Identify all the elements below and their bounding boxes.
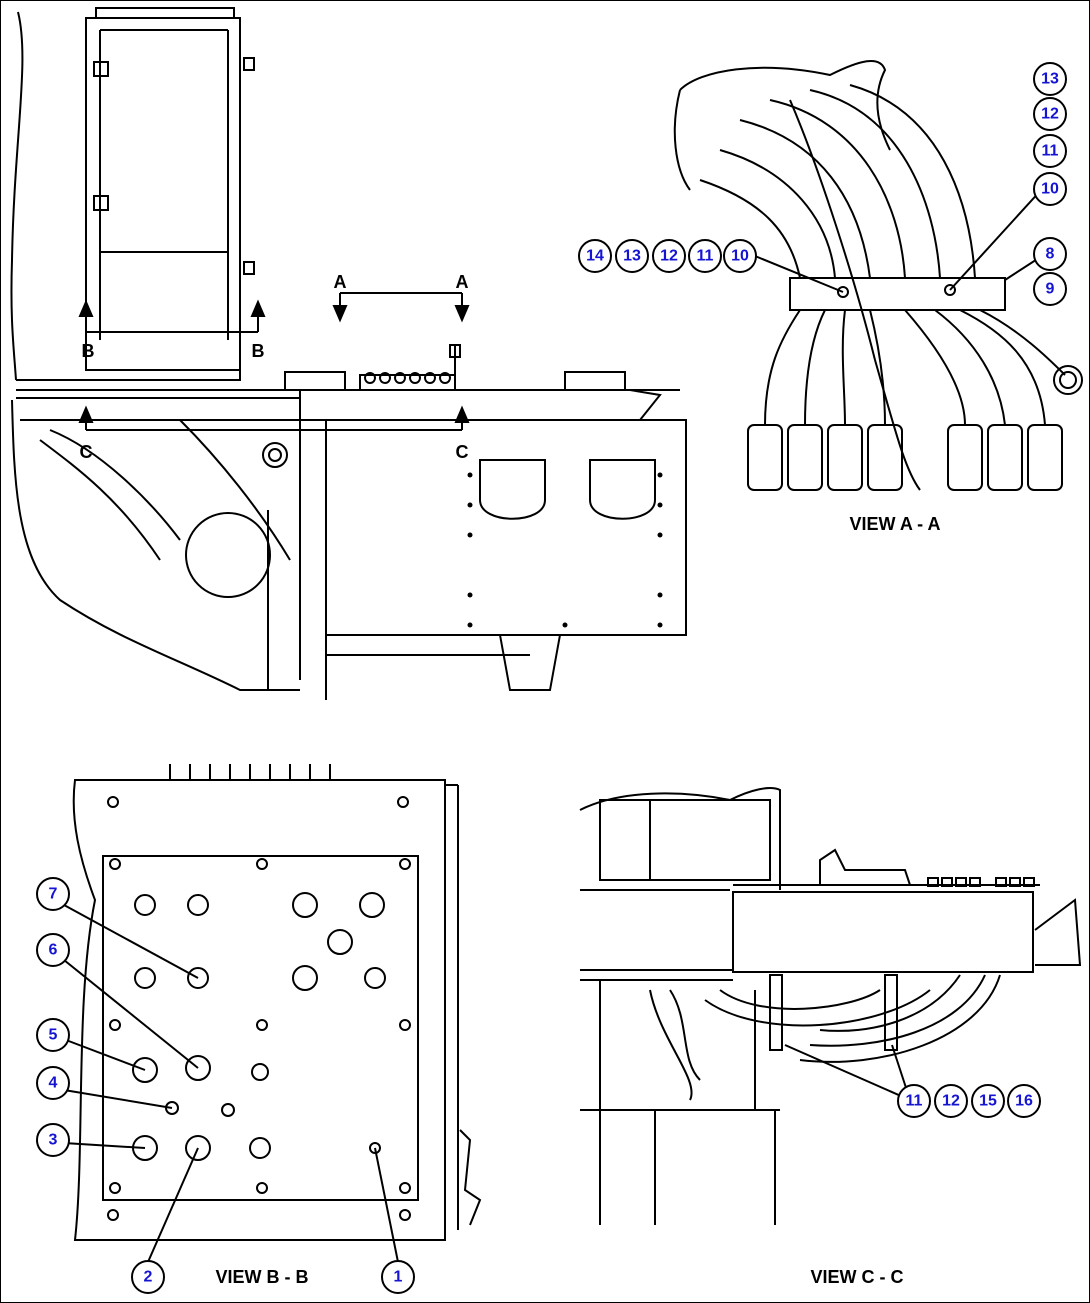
callout-15[interactable]: 15 [971, 1084, 1005, 1118]
view-cc [579, 787, 1082, 1225]
section-c-left-label: C [80, 442, 93, 462]
callout-14[interactable]: 14 [578, 239, 612, 273]
svg-text:4: 4 [49, 1075, 58, 1092]
callout-10[interactable]: 10 [723, 239, 757, 273]
svg-text:12: 12 [660, 248, 678, 265]
callout-6[interactable]: 6 [36, 933, 70, 967]
svg-text:5: 5 [49, 1027, 58, 1044]
svg-text:3: 3 [49, 1132, 58, 1149]
callout-13[interactable]: 13 [1033, 62, 1067, 96]
callout-2[interactable]: 2 [131, 1260, 165, 1294]
callout-5[interactable]: 5 [36, 1018, 70, 1052]
callout-13[interactable]: 13 [615, 239, 649, 273]
callout-11[interactable]: 11 [897, 1084, 931, 1118]
callout-1[interactable]: 1 [381, 1260, 415, 1294]
view-aa [673, 59, 1083, 491]
svg-text:11: 11 [906, 1093, 923, 1110]
section-a-left-label: A [334, 272, 347, 292]
svg-text:11: 11 [697, 248, 714, 265]
svg-text:6: 6 [49, 942, 58, 959]
view-cc-title: VIEW C - C [811, 1267, 904, 1287]
callout-8[interactable]: 8 [1033, 237, 1067, 271]
svg-text:11: 11 [1042, 143, 1059, 160]
callout-3[interactable]: 3 [36, 1123, 70, 1157]
callout-11[interactable]: 11 [1033, 134, 1067, 168]
callout-16[interactable]: 16 [1007, 1084, 1041, 1118]
svg-text:16: 16 [1015, 1093, 1033, 1110]
svg-text:7: 7 [49, 886, 58, 903]
callout-12[interactable]: 12 [934, 1084, 968, 1118]
svg-text:12: 12 [942, 1093, 960, 1110]
svg-text:13: 13 [623, 248, 641, 265]
svg-text:9: 9 [1046, 281, 1055, 298]
view-bb [63, 764, 482, 1263]
section-a-right-label: A [456, 272, 469, 292]
svg-text:10: 10 [1041, 181, 1059, 198]
callout-4[interactable]: 4 [36, 1066, 70, 1100]
callout-7[interactable]: 7 [36, 877, 70, 911]
callout-12[interactable]: 12 [652, 239, 686, 273]
section-c-right-label: C [456, 442, 469, 462]
svg-text:1: 1 [394, 1269, 403, 1286]
view-aa-title: VIEW A - A [850, 514, 941, 534]
svg-text:2: 2 [144, 1269, 153, 1286]
main-view [10, 7, 687, 700]
callout-11[interactable]: 11 [688, 239, 722, 273]
section-b-right-label: B [252, 341, 265, 361]
svg-text:14: 14 [586, 248, 604, 265]
section-b-left-label: B [82, 341, 95, 361]
view-bb-title: VIEW B - B [216, 1267, 309, 1287]
callout-9[interactable]: 9 [1033, 272, 1067, 306]
callout-10[interactable]: 10 [1033, 172, 1067, 206]
svg-text:12: 12 [1041, 106, 1059, 123]
svg-text:10: 10 [731, 248, 749, 265]
svg-text:13: 13 [1041, 71, 1059, 88]
callout-12[interactable]: 12 [1033, 97, 1067, 131]
svg-text:15: 15 [979, 1093, 997, 1110]
svg-text:8: 8 [1046, 246, 1055, 263]
